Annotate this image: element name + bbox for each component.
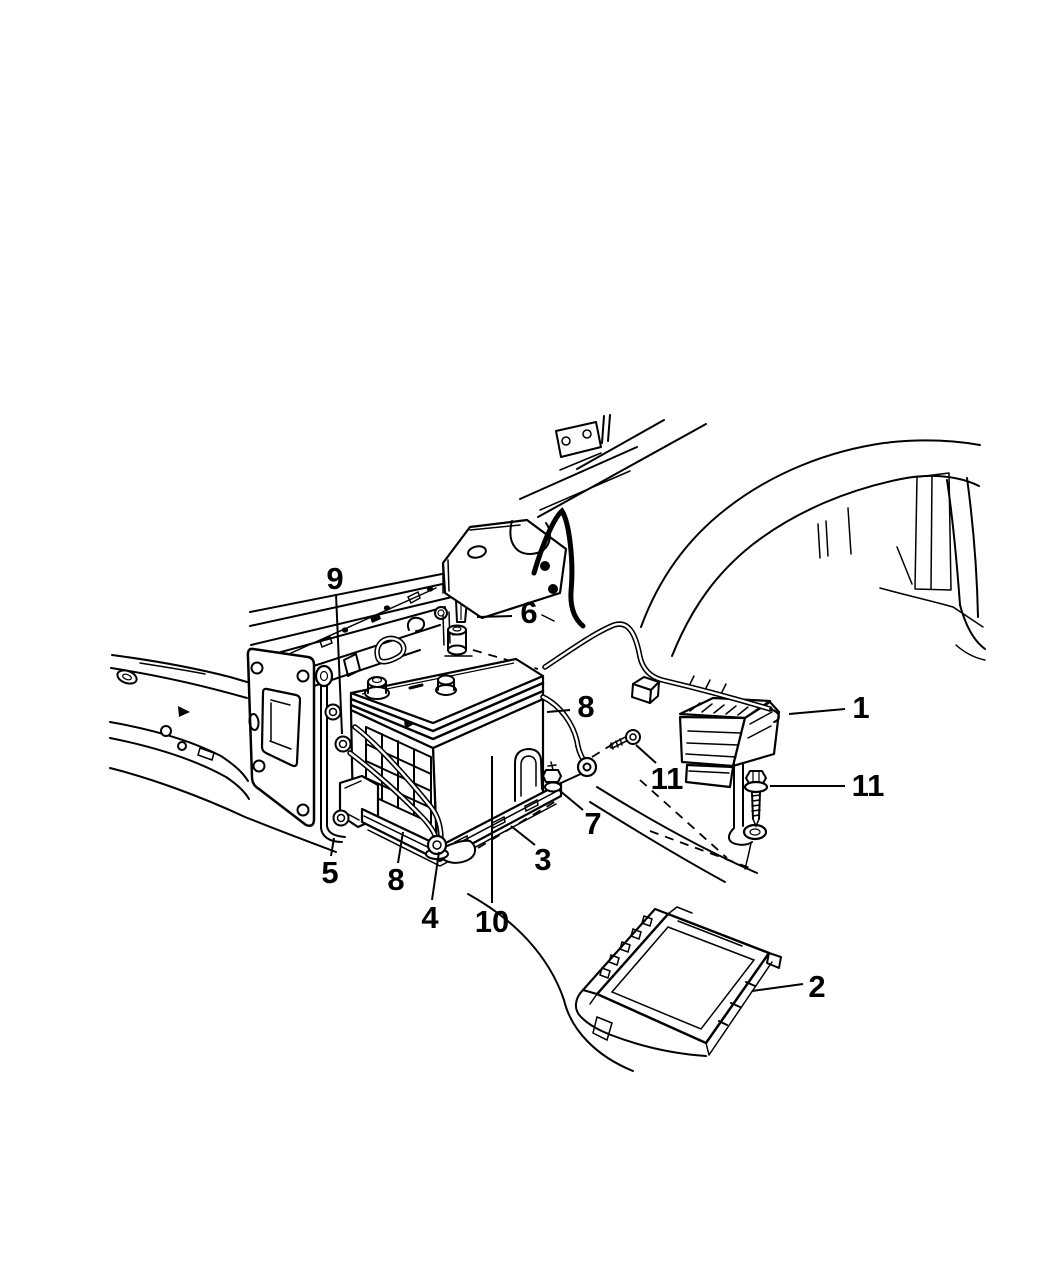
- radiator-support-rail: [249, 569, 473, 706]
- callout-leader: [635, 744, 657, 764]
- positive-cable: [542, 621, 780, 723]
- callout-label: 7: [584, 806, 601, 841]
- battery-tray: [575, 906, 782, 1057]
- callout-leader: [335, 593, 343, 735]
- callout-label: 9: [326, 561, 343, 596]
- callout-leader: [476, 615, 513, 618]
- mounting-plate: [246, 647, 316, 827]
- callout-label: 10: [475, 904, 509, 939]
- hold-down-bracket: [631, 676, 781, 789]
- callout-label: 4: [421, 900, 439, 935]
- callout-label: 8: [577, 689, 594, 724]
- callout-label: 6: [520, 595, 537, 630]
- body-lower-lines: [467, 786, 758, 1072]
- callout-label: 11: [651, 761, 684, 796]
- callout-label: 2: [808, 969, 825, 1004]
- hold-down-strap: [728, 762, 768, 870]
- fender-wheel-arch: [537, 419, 986, 661]
- callout-leader: [510, 825, 536, 846]
- callout-leader: [330, 837, 335, 857]
- battery-cables: [347, 694, 598, 860]
- callout-leader: [788, 708, 846, 715]
- support-bracket: [441, 414, 638, 629]
- callout-leader: [558, 789, 584, 811]
- callout-label: 8: [387, 862, 404, 897]
- callout-label: 11: [852, 768, 885, 803]
- callout-leader: [751, 983, 804, 992]
- hold-down-rod: [314, 664, 352, 843]
- bolt-small-icon: [609, 729, 641, 750]
- callout-leader: [546, 709, 571, 713]
- bolt-vertical-icon: [743, 770, 769, 828]
- callout-label: 3: [534, 842, 551, 877]
- frame-rails: [109, 654, 337, 853]
- callout-label: 1: [852, 690, 869, 725]
- callout-leader: [431, 851, 440, 901]
- callout-leader: [397, 831, 404, 864]
- callout-label: 5: [321, 855, 338, 890]
